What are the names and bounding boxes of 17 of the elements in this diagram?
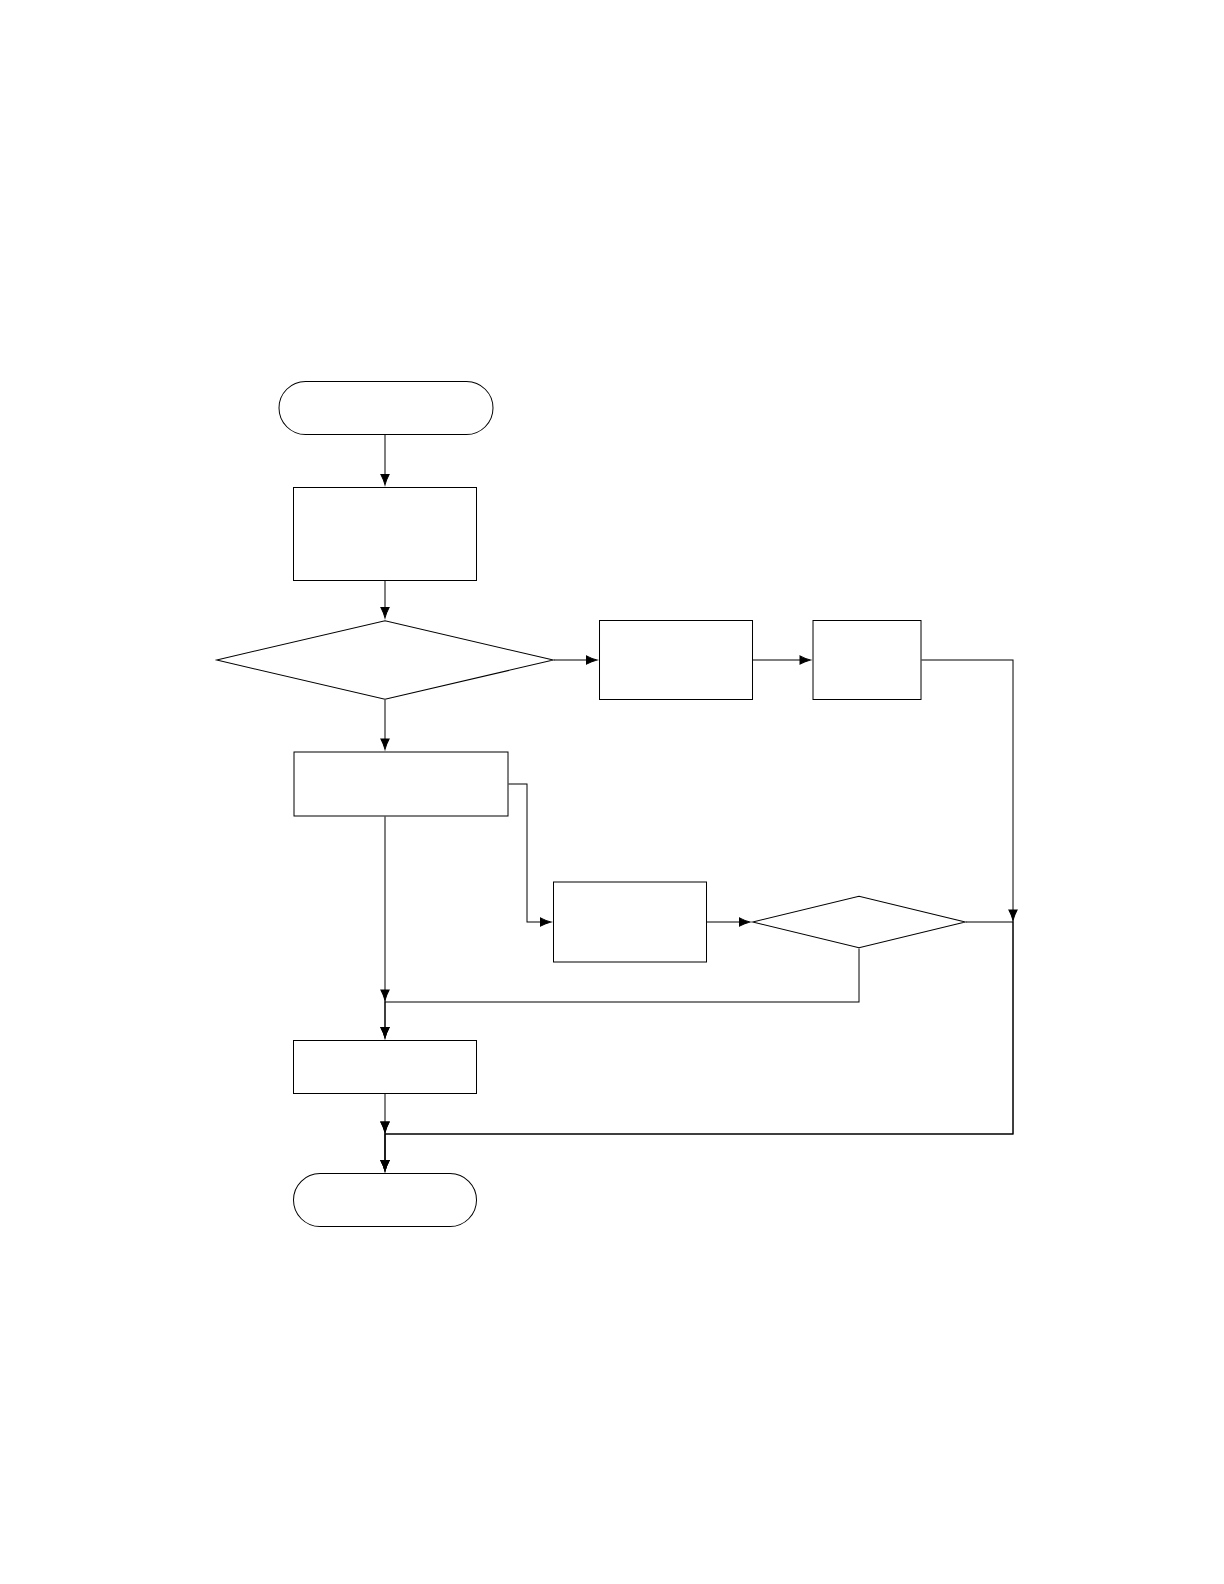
arrow	[508, 783, 552, 927]
arrow	[380, 699, 390, 750]
process-box	[599, 620, 753, 700]
arrow	[380, 580, 390, 619]
arrow	[380, 1093, 390, 1172]
arrow	[380, 948, 860, 1039]
process-box	[293, 487, 477, 581]
decision-diamond	[216, 620, 554, 700]
process-box	[293, 751, 509, 817]
process-box	[293, 1040, 477, 1094]
process-box	[553, 881, 707, 963]
arrow	[706, 917, 751, 927]
arrow	[380, 434, 390, 486]
arrow	[553, 655, 598, 665]
process-box	[812, 620, 922, 700]
decision-diamond	[752, 895, 966, 949]
arrow	[752, 655, 811, 665]
